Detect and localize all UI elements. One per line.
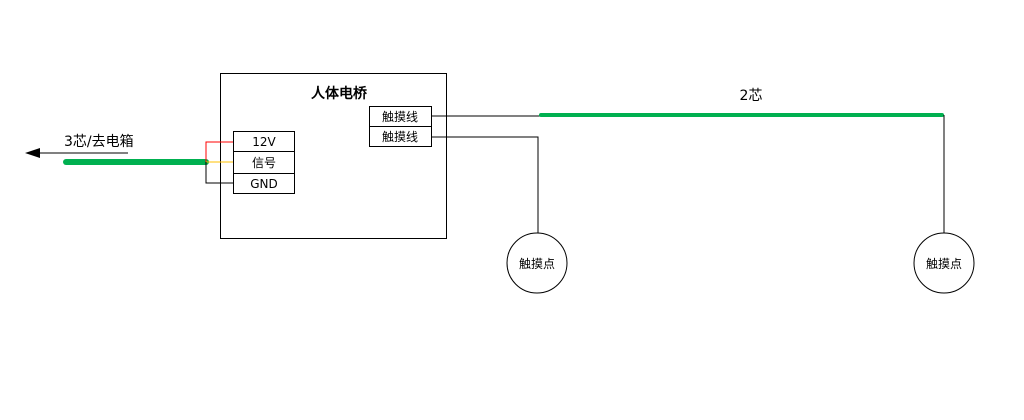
bridge-title: 人体电桥 bbox=[311, 85, 368, 102]
touch-wire-2 bbox=[432, 136, 539, 233]
cable-right-label: 2芯 bbox=[740, 88, 763, 104]
touch-point-2-label: 触摸点 bbox=[926, 257, 962, 271]
terminal-gnd-label: GND bbox=[250, 177, 278, 191]
touch-terminal-1-label: 触摸线 bbox=[382, 110, 418, 124]
wire-gnd bbox=[205, 162, 233, 184]
touch-point-1-label: 触摸点 bbox=[519, 257, 555, 271]
cable-left-label: 3芯/去电箱 bbox=[64, 134, 134, 150]
terminal-signal-label: 信号 bbox=[252, 156, 276, 170]
terminal-gnd bbox=[233, 173, 295, 194]
terminal-12v-label: 12V bbox=[252, 135, 276, 149]
touch-terminal-2 bbox=[369, 126, 432, 147]
touch-point-2 bbox=[913, 232, 975, 294]
wire-12v bbox=[205, 141, 233, 162]
touch-point-1 bbox=[506, 232, 568, 294]
touch-terminal-2-label: 触摸线 bbox=[382, 130, 418, 144]
left-arrow-head bbox=[25, 148, 40, 158]
